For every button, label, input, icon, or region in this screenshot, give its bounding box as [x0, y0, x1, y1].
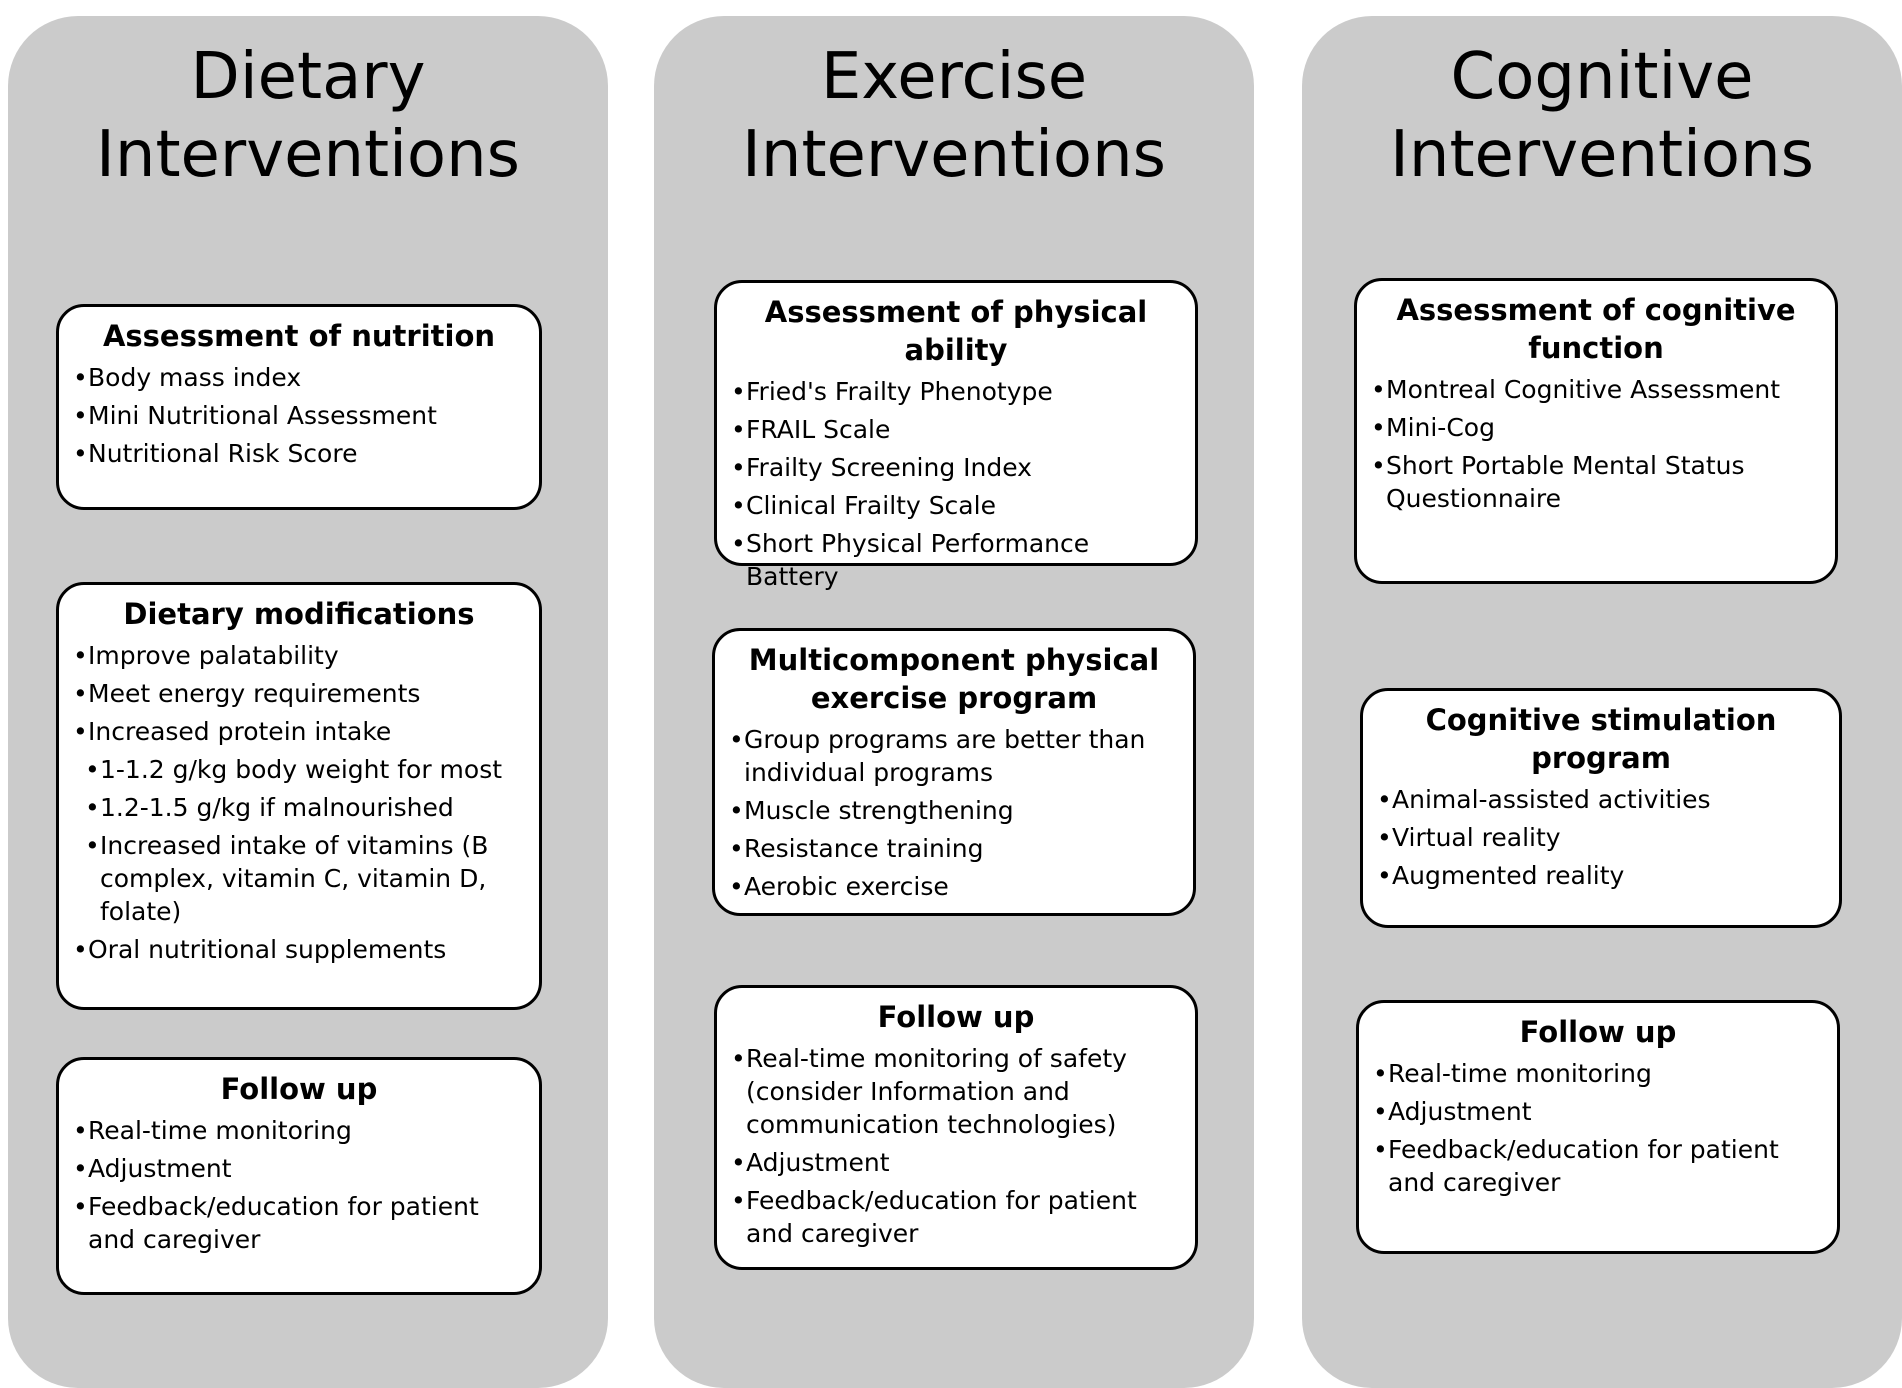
- column-title-line: Interventions: [742, 118, 1166, 192]
- card-assessment-of-physical-ability: Assessment of physical ability Fried's F…: [714, 280, 1198, 591]
- card-follow-up: Follow up Real-time monitoring Adjustmen…: [1356, 1000, 1840, 1254]
- card-cognitive-stimulation-program: Cognitive stimulation program Animal-ass…: [1360, 688, 1842, 928]
- card-assessment-of-cognitive-function: Assessment of cognitive function Montrea…: [1354, 278, 1838, 584]
- column-title: Dietary Interventions: [8, 38, 608, 194]
- column-title-line: Interventions: [1390, 118, 1814, 192]
- card-title: Dietary modifications: [123, 597, 475, 631]
- column-title-line: Exercise: [820, 40, 1088, 114]
- card-list: Group programs are better than individua…: [729, 723, 1179, 903]
- list-item: Body mass index: [73, 361, 525, 394]
- list-item: Adjustment: [1373, 1095, 1823, 1128]
- list-item: Fried's Frailty Phenotype: [731, 375, 1181, 408]
- card-list: Animal-assisted activities Virtual reali…: [1377, 783, 1825, 892]
- list-item: Short Portable Mental Status Questionnai…: [1371, 449, 1821, 515]
- card-list: Real-time monitoring Adjustment Feedback…: [1373, 1057, 1823, 1199]
- card-title: Assessment of nutrition: [102, 319, 496, 353]
- card-list: Fried's Frailty Phenotype FRAIL Scale Fr…: [731, 375, 1181, 593]
- list-item: Montreal Cognitive Assessment: [1371, 373, 1821, 406]
- card-title: Follow up: [220, 1072, 378, 1106]
- card-list: Body mass index Mini Nutritional Assessm…: [73, 361, 525, 470]
- list-item: Animal-assisted activities: [1377, 783, 1825, 816]
- list-item: Augmented reality: [1377, 859, 1825, 892]
- list-item: Adjustment: [73, 1152, 525, 1185]
- list-item: Nutritional Risk Score: [73, 437, 525, 470]
- list-item: Muscle strengthening: [729, 794, 1179, 827]
- list-item: Mini-Cog: [1371, 411, 1821, 444]
- list-item: Mini Nutritional Assessment: [73, 399, 525, 432]
- card-title: Assessment of physical ability: [764, 295, 1148, 367]
- card-list: Real-time monitoring Adjustment Feedback…: [73, 1114, 525, 1256]
- card-follow-up: Follow up Real-time monitoring of safety…: [714, 985, 1198, 1270]
- card-follow-up: Follow up Real-time monitoring Adjustmen…: [56, 1057, 542, 1295]
- list-item: Oral nutritional supplements: [73, 933, 525, 966]
- list-item: Real-time monitoring of safety (consider…: [731, 1042, 1181, 1141]
- list-item: Meet energy requirements: [73, 677, 525, 710]
- card-multicomponent-exercise-program: Multicomponent physical exercise program…: [712, 628, 1196, 916]
- column-title: Exercise Interventions: [654, 38, 1254, 194]
- list-item: Improve palatability: [73, 639, 525, 672]
- list-item: Aerobic exercise: [729, 870, 1179, 903]
- card-title: Assessment of cognitive function: [1396, 293, 1796, 365]
- list-item: Resistance training: [729, 832, 1179, 865]
- list-item: Real-time monitoring: [73, 1114, 525, 1147]
- list-item: Adjustment: [731, 1146, 1181, 1179]
- list-item: Group programs are better than individua…: [729, 723, 1179, 789]
- card-title: Multicomponent physical exercise program: [748, 643, 1160, 715]
- list-item: Frailty Screening Index: [731, 451, 1181, 484]
- list-item: Increased protein intake: [73, 715, 525, 748]
- card-list: Real-time monitoring of safety (consider…: [731, 1042, 1181, 1250]
- card-dietary-modifications: Dietary modifications Improve palatabili…: [56, 582, 542, 1010]
- list-item: Clinical Frailty Scale: [731, 489, 1181, 522]
- column-title-line: Interventions: [96, 118, 520, 192]
- card-assessment-of-nutrition: Assessment of nutrition Body mass index …: [56, 304, 542, 510]
- card-title: Follow up: [877, 1000, 1035, 1034]
- list-item: Short Physical Performance Battery: [731, 527, 1181, 593]
- column-title-line: Dietary: [190, 40, 426, 114]
- list-item: Feedback/education for patient and careg…: [1373, 1133, 1823, 1199]
- list-subitem: 1-1.2 g/kg body weight for most: [85, 753, 525, 786]
- list-item: Real-time monitoring: [1373, 1057, 1823, 1090]
- column-title-line: Cognitive: [1450, 40, 1754, 114]
- list-item: FRAIL Scale: [731, 413, 1181, 446]
- list-subitem: 1.2-1.5 g/kg if malnourished: [85, 791, 525, 824]
- card-title: Cognitive stimulation program: [1425, 703, 1777, 775]
- list-item: Feedback/education for patient and careg…: [73, 1190, 525, 1256]
- list-item: Virtual reality: [1377, 821, 1825, 854]
- card-list: Improve palatability Meet energy require…: [73, 639, 525, 966]
- card-list: Montreal Cognitive Assessment Mini-Cog S…: [1371, 373, 1821, 515]
- list-item: Feedback/education for patient and careg…: [731, 1184, 1181, 1250]
- list-subitem: Increased intake of vitamins (B complex,…: [85, 829, 525, 928]
- column-title: Cognitive Interventions: [1302, 38, 1902, 194]
- card-title: Follow up: [1519, 1015, 1677, 1049]
